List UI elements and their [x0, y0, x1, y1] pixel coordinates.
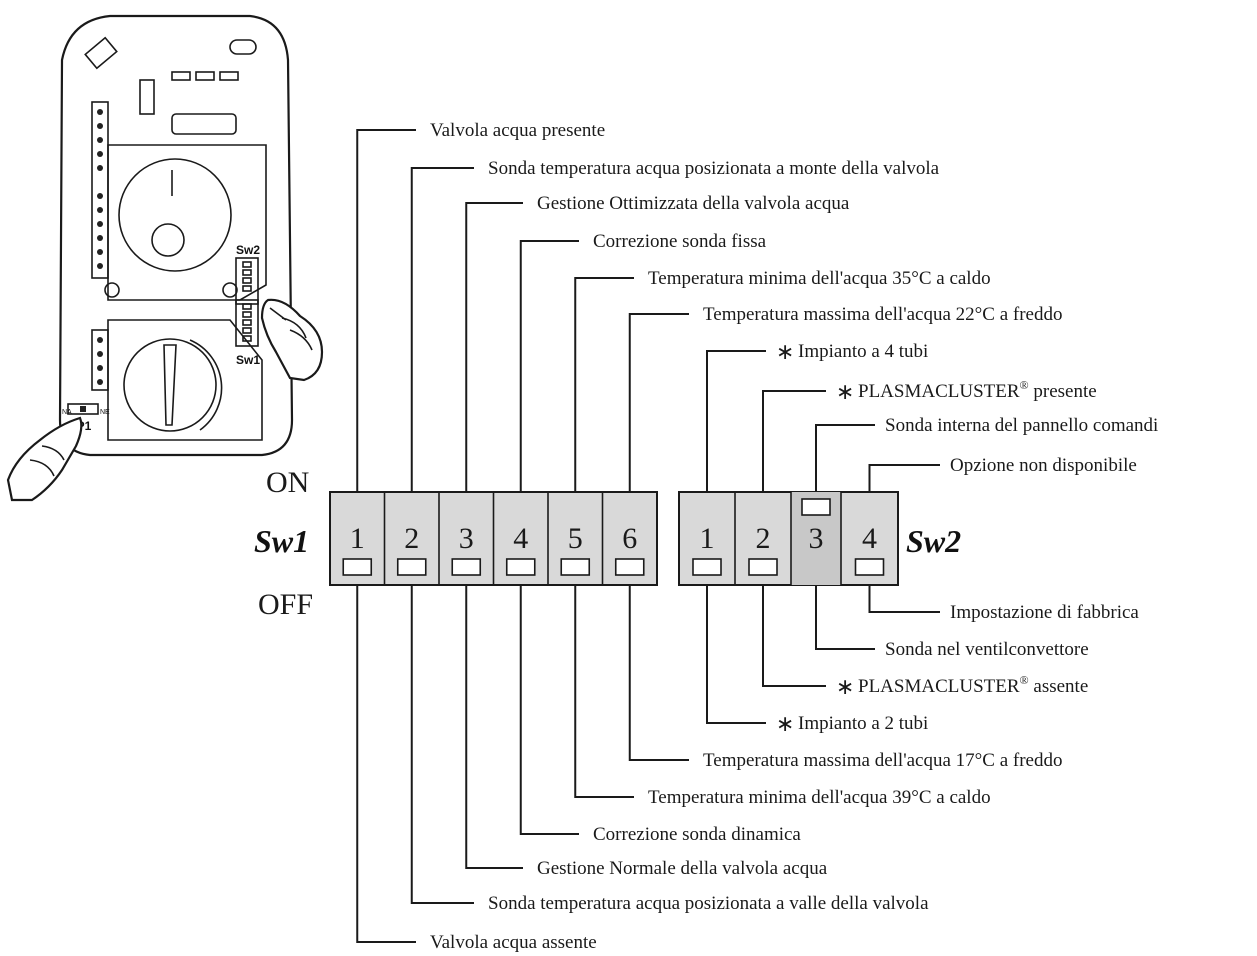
sw1-switch-knob[interactable] [396, 558, 427, 576]
hand-icon-left [6, 416, 83, 502]
sw2-off-leader [868, 585, 940, 613]
sw2-on-label: Sonda interna del pannello comandi [885, 415, 1158, 436]
sw2-switch-number: 2 [756, 522, 771, 555]
sw2-switch-block: 1 2 3 4 [678, 491, 899, 586]
sw2-off-text: Sonda nel ventilconvettore [885, 639, 1089, 660]
registered-mark: ® [1020, 378, 1029, 392]
device-illustration: Sw2 Sw1 NA NE JP1 [6, 14, 324, 502]
sw1-off-label: Sonda temperatura acqua posizionata a va… [488, 893, 929, 914]
sw2-off-label: Sonda nel ventilconvettore [885, 639, 1089, 660]
sw1-switch-block: 1 2 3 4 5 6 [329, 491, 658, 586]
sw2-on-text: Impianto a 4 tubi [798, 341, 928, 362]
asterisk-icon: ∗ [776, 340, 794, 365]
sw2-on-text: PLASMACLUSTER [858, 381, 1020, 402]
sw1-off-label: Correzione sonda dinamica [593, 824, 801, 845]
jp1-left-label: NA [62, 409, 72, 416]
sw1-off-label: Valvola acqua assente [430, 932, 597, 953]
sw1-switch-knob[interactable] [451, 558, 482, 576]
sw1-on-leader [410, 167, 474, 492]
sw2-off-suffix: assente [1029, 676, 1089, 697]
hand-icon-right [260, 298, 324, 382]
sw2-off-text: Impostazione di fabbrica [950, 602, 1139, 623]
sw1-label: Sw1 [254, 523, 309, 559]
device-sw2-label: Sw2 [236, 243, 260, 257]
sw1-on-leader [519, 240, 579, 492]
sw1-off-label: Temperatura minima dell'acqua 39°C a cal… [648, 787, 991, 808]
sw2-off-text: Impianto a 2 tubi [798, 713, 928, 734]
on-label: ON [266, 466, 309, 499]
sw2-on-label: PLASMACLUSTER® presente [858, 378, 1097, 402]
sw2-on-text: Sonda interna del pannello comandi [885, 415, 1158, 436]
sw2-off-label: PLASMACLUSTER® assente [858, 673, 1088, 697]
sw1-switch-knob[interactable] [505, 558, 536, 576]
sw2-on-leader [815, 424, 875, 492]
sw2-off-leader [762, 585, 826, 687]
sw2-off-label: Impianto a 2 tubi [798, 713, 928, 734]
sw1-on-leader [356, 129, 416, 492]
sw1-on-label: Temperatura minima dell'acqua 35°C a cal… [648, 268, 991, 289]
asterisk-icon: ∗ [776, 712, 794, 737]
sw1-off-leader [628, 585, 689, 761]
sw2-switch-knob[interactable] [748, 558, 778, 576]
sw1-on-label: Correzione sonda fissa [593, 231, 767, 252]
device-sw1-label: Sw1 [236, 353, 260, 367]
sw1-on-label: Sonda temperatura acqua posizionata a mo… [488, 158, 940, 179]
sw1-on-leader [465, 202, 523, 492]
sw1-off-label: Temperatura massima dell'acqua 17°C a fr… [703, 750, 1062, 771]
sw2-switch-knob[interactable] [854, 558, 885, 576]
sw1-off-leader [356, 585, 416, 943]
sw1-on-leader [574, 277, 634, 492]
sw1-on-label: Gestione Ottimizzata della valvola acqua [537, 193, 850, 214]
sw1-switch-number: 1 [350, 522, 365, 555]
sw1-off-label: Gestione Normale della valvola acqua [537, 858, 828, 879]
off-label: OFF [258, 588, 313, 621]
sw1-switch-number: 3 [459, 522, 474, 555]
sw1-switch-knob[interactable] [560, 558, 591, 576]
sw2-on-label: Impianto a 4 tubi [798, 341, 928, 362]
sw2-on-text: Opzione non disponibile [950, 455, 1137, 476]
asterisk-icon: ∗ [836, 380, 854, 405]
sw1-switch-number: 6 [622, 522, 637, 555]
sw2-on-leader [762, 390, 826, 492]
sw2-switch-number: 3 [809, 522, 824, 555]
sw2-switch-knob[interactable] [692, 558, 722, 576]
sw2-off-leader [706, 585, 766, 724]
sw2-off-leader [815, 585, 875, 650]
jp1-right-label: NE [100, 409, 110, 416]
sw1-off-leader [519, 585, 579, 835]
sw2-off-label: Impostazione di fabbrica [950, 602, 1139, 623]
sw1-switch-number: 5 [568, 522, 583, 555]
sw2-label: Sw2 [906, 523, 961, 559]
sw1-off-leader [574, 585, 634, 798]
sw2-switch-knob[interactable] [801, 498, 831, 516]
sw1-switch-number: 2 [404, 522, 419, 555]
sw1-switch-knob[interactable] [342, 558, 373, 576]
sw2-on-leader [868, 464, 940, 492]
sw1-switch-number: 4 [513, 522, 528, 555]
sw2-off-text: PLASMACLUSTER [858, 676, 1020, 697]
sw2-on-leader [706, 350, 766, 492]
sw2-switch-number: 4 [862, 522, 877, 555]
sw2-on-suffix: presente [1029, 381, 1097, 402]
sw2-on-label: Opzione non disponibile [950, 455, 1137, 476]
sw1-off-leader [465, 585, 523, 869]
sw1-switch-knob[interactable] [614, 558, 645, 576]
terminal-screws [97, 109, 103, 269]
sw1-off-leader [410, 585, 474, 904]
sw1-on-label: Temperatura massima dell'acqua 22°C a fr… [703, 304, 1062, 325]
asterisk-icon: ∗ [836, 675, 854, 700]
registered-mark: ® [1020, 673, 1029, 687]
sw2-switch-number: 1 [700, 522, 715, 555]
sw1-on-label: Valvola acqua presente [430, 120, 605, 141]
sw1-on-leader [628, 313, 689, 492]
